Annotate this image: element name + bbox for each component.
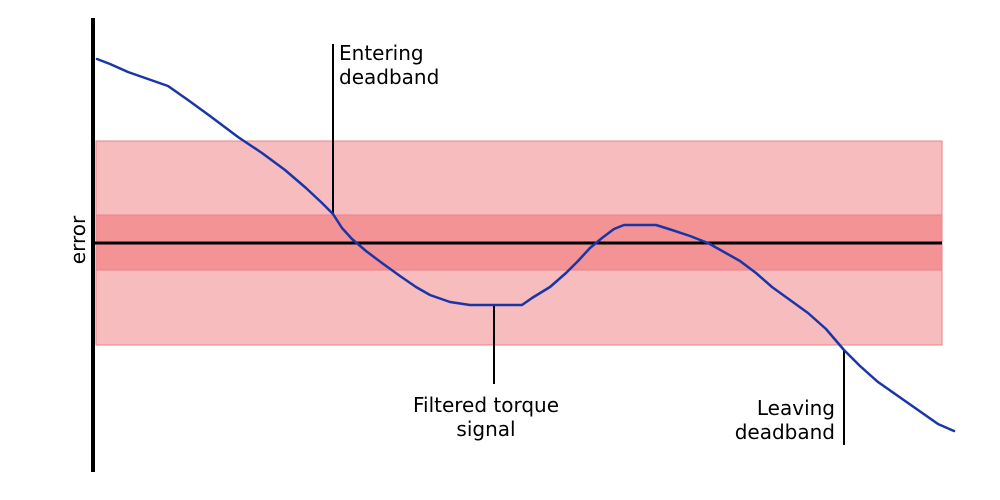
- filtered-torque-signal-curve: [95, 57, 956, 433]
- filtered-torque-signal-label-line1: Filtered torque: [412, 393, 560, 417]
- leaving-deadband-label: Leaving deadband: [735, 396, 835, 444]
- leaving-deadband-label-line1: Leaving: [756, 396, 835, 420]
- entering-deadband-label: Entering deadband: [339, 41, 439, 89]
- filtered-torque-signal-label: Filtered torque signal: [413, 393, 559, 441]
- y-axis-label: error: [66, 215, 90, 265]
- entering-deadband-label-line2: deadband: [339, 65, 440, 89]
- entering-deadband-label-line1: Entering: [339, 41, 424, 65]
- filtered-torque-signal-label-line2: signal: [456, 417, 516, 441]
- leaving-deadband-label-line2: deadband: [734, 420, 835, 444]
